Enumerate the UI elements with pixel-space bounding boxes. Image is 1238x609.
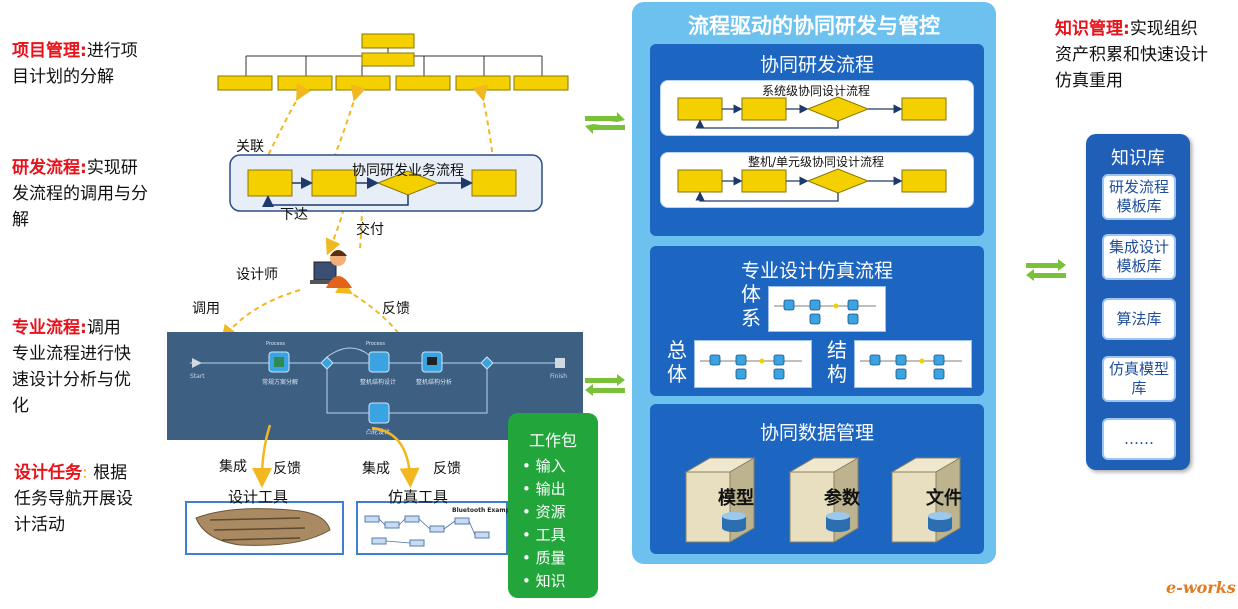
svg-text:整机结构分析: 整机结构分析 xyxy=(416,378,452,386)
feedback-label-2: 反馈 xyxy=(433,461,461,477)
tag-overall: 总 体 xyxy=(660,338,694,388)
kb-item-more[interactable]: …… xyxy=(1102,418,1176,460)
platform-title: 流程驱动的协同研发与管控 xyxy=(688,14,940,38)
process-flow: Start 常规方案分解 整机结构设计 整机结构分析 Finish 凸轮设计 P… xyxy=(190,341,567,436)
svg-text:Process: Process xyxy=(366,341,385,347)
server-icon-model xyxy=(684,457,756,543)
kb-item-sim-models[interactable]: 仿真模型 库 xyxy=(1102,356,1176,402)
rd-flow-label: 研发流程:实现研 发流程的调用与分 解 xyxy=(12,158,148,230)
rd-flow-title: 研发流程: xyxy=(12,158,87,178)
spec-mini-flows xyxy=(700,299,962,380)
sync-arrows-right xyxy=(1026,259,1066,281)
server-icon-param xyxy=(788,457,860,543)
bullet-icon: • xyxy=(522,526,536,544)
process-node-icon xyxy=(368,351,390,373)
svg-text:Start: Start xyxy=(190,373,205,380)
feedback-label-top: 反馈 xyxy=(382,301,410,317)
server-icon-file xyxy=(890,457,962,543)
wbs-node xyxy=(395,75,451,91)
invoke-label: 调用 xyxy=(192,301,220,317)
svg-text:Bluetooth Example: Bluetooth Example xyxy=(452,507,516,514)
svg-text:常规方案分解: 常规方案分解 xyxy=(262,378,298,386)
eworks-logo: e-works xyxy=(1166,578,1236,597)
bullet-icon: • xyxy=(522,457,536,475)
tag-system: 体 系 xyxy=(734,282,768,332)
wbs-node xyxy=(217,75,273,91)
svg-text:Process: Process xyxy=(266,341,285,347)
designer-label: 设计师 xyxy=(236,267,278,283)
deliver-label: 交付 xyxy=(356,222,384,238)
spec-section-title: 专业设计仿真流程 xyxy=(740,260,893,282)
knowledge-mgmt-label: 知识管理:实现组织 资产积累和快速设计 仿真重用 xyxy=(1055,19,1208,91)
cad-model-image xyxy=(195,508,331,546)
server-icons xyxy=(684,457,962,543)
sim-model-image: Bluetooth Example xyxy=(364,507,516,547)
dispatch-label: 下达 xyxy=(280,207,308,223)
wbs-node xyxy=(513,75,569,91)
spec-flow-title: 专业流程: xyxy=(12,318,87,338)
work-package-title: 工作包 xyxy=(528,431,577,450)
svg-text:凸轮设计: 凸轮设计 xyxy=(366,428,390,436)
left-diagram: Start 常规方案分解 整机结构设计 整机结构分析 Finish 凸轮设计 P… xyxy=(167,33,583,555)
server-label-param: 参数 xyxy=(824,488,860,509)
integrate-label-2: 集成 xyxy=(362,461,390,477)
bullet-icon: • xyxy=(522,549,536,567)
relate-label: 关联 xyxy=(236,139,264,155)
wbs-node xyxy=(455,75,511,91)
overall-sim-flow xyxy=(694,340,812,388)
design-task-title: 设计任务 xyxy=(14,463,82,483)
designer-person-icon xyxy=(310,250,352,288)
wbs-root xyxy=(361,33,415,49)
start-node-icon xyxy=(192,358,202,368)
wbs-tree xyxy=(217,33,569,91)
server-label-file: 文件 xyxy=(926,488,962,509)
wbs-node xyxy=(277,75,333,91)
work-package-box: 工作包 • 输入 • 输出 • 资源 • 工具 • 质量 • 知识 xyxy=(508,413,598,598)
server-label-model: 模型 xyxy=(718,488,754,509)
work-package-item: • 输出 xyxy=(522,480,566,498)
work-package-item: • 资源 xyxy=(522,503,566,521)
process-node-icon xyxy=(368,402,390,424)
feedback-label-1: 反馈 xyxy=(273,461,301,477)
project-mgmt-label: 项目管理:进行项 目计划的分解 xyxy=(12,41,138,87)
collab-flows-drawing xyxy=(677,96,947,202)
kb-item-algorithms[interactable]: 算法库 xyxy=(1102,298,1176,340)
design-task-label: 设计任务: 根据 任务导航开展设 计活动 xyxy=(14,463,133,535)
bullet-icon: • xyxy=(522,572,536,590)
bullet-icon: • xyxy=(522,480,536,498)
sync-arrows-top xyxy=(585,112,625,134)
kb-item-integration-templates[interactable]: 集成设计 模板库 xyxy=(1102,234,1176,280)
svg-text:Finish: Finish xyxy=(550,373,567,380)
knowledge-mgmt-title: 知识管理: xyxy=(1055,19,1130,39)
wbs-node xyxy=(335,75,391,91)
sim-tool-label: 仿真工具 xyxy=(388,488,449,506)
work-package-item: • 输入 xyxy=(522,457,566,475)
knowledge-base-title: 知识库 xyxy=(1111,148,1165,169)
design-tool-label: 设计工具 xyxy=(228,488,289,506)
work-package-item: • 知识 xyxy=(522,572,566,590)
work-package-item: • 工具 xyxy=(522,526,566,544)
biz-flow-title: 协同研发业务流程 xyxy=(352,163,464,179)
svg-text:整机结构设计: 整机结构设计 xyxy=(360,378,396,386)
kb-item-rd-templates[interactable]: 研发流程 模板库 xyxy=(1102,174,1176,220)
finish-node-icon xyxy=(555,358,565,368)
sync-arrows-middle xyxy=(585,374,625,396)
system-flow-title: 系统级协同设计流程 xyxy=(761,84,870,98)
work-package-items: • 输入 • 输出 • 资源 • 工具 • 质量 • 知识 xyxy=(508,455,598,593)
spec-flow-label: 专业流程:调用 专业流程进行快 速设计分析与优 化 xyxy=(12,318,131,416)
work-package-item: • 质量 xyxy=(522,549,566,567)
relation-arrows xyxy=(221,83,502,342)
collab-section-title: 协同研发流程 xyxy=(759,54,874,76)
unit-flow-title: 整机/单元级协同设计流程 xyxy=(747,155,885,169)
tag-structure: 结 构 xyxy=(820,338,854,388)
integrate-label-1: 集成 xyxy=(219,459,247,475)
data-section-title: 协同数据管理 xyxy=(759,422,874,444)
bullet-icon: • xyxy=(522,503,536,521)
project-mgmt-title: 项目管理: xyxy=(12,41,87,61)
